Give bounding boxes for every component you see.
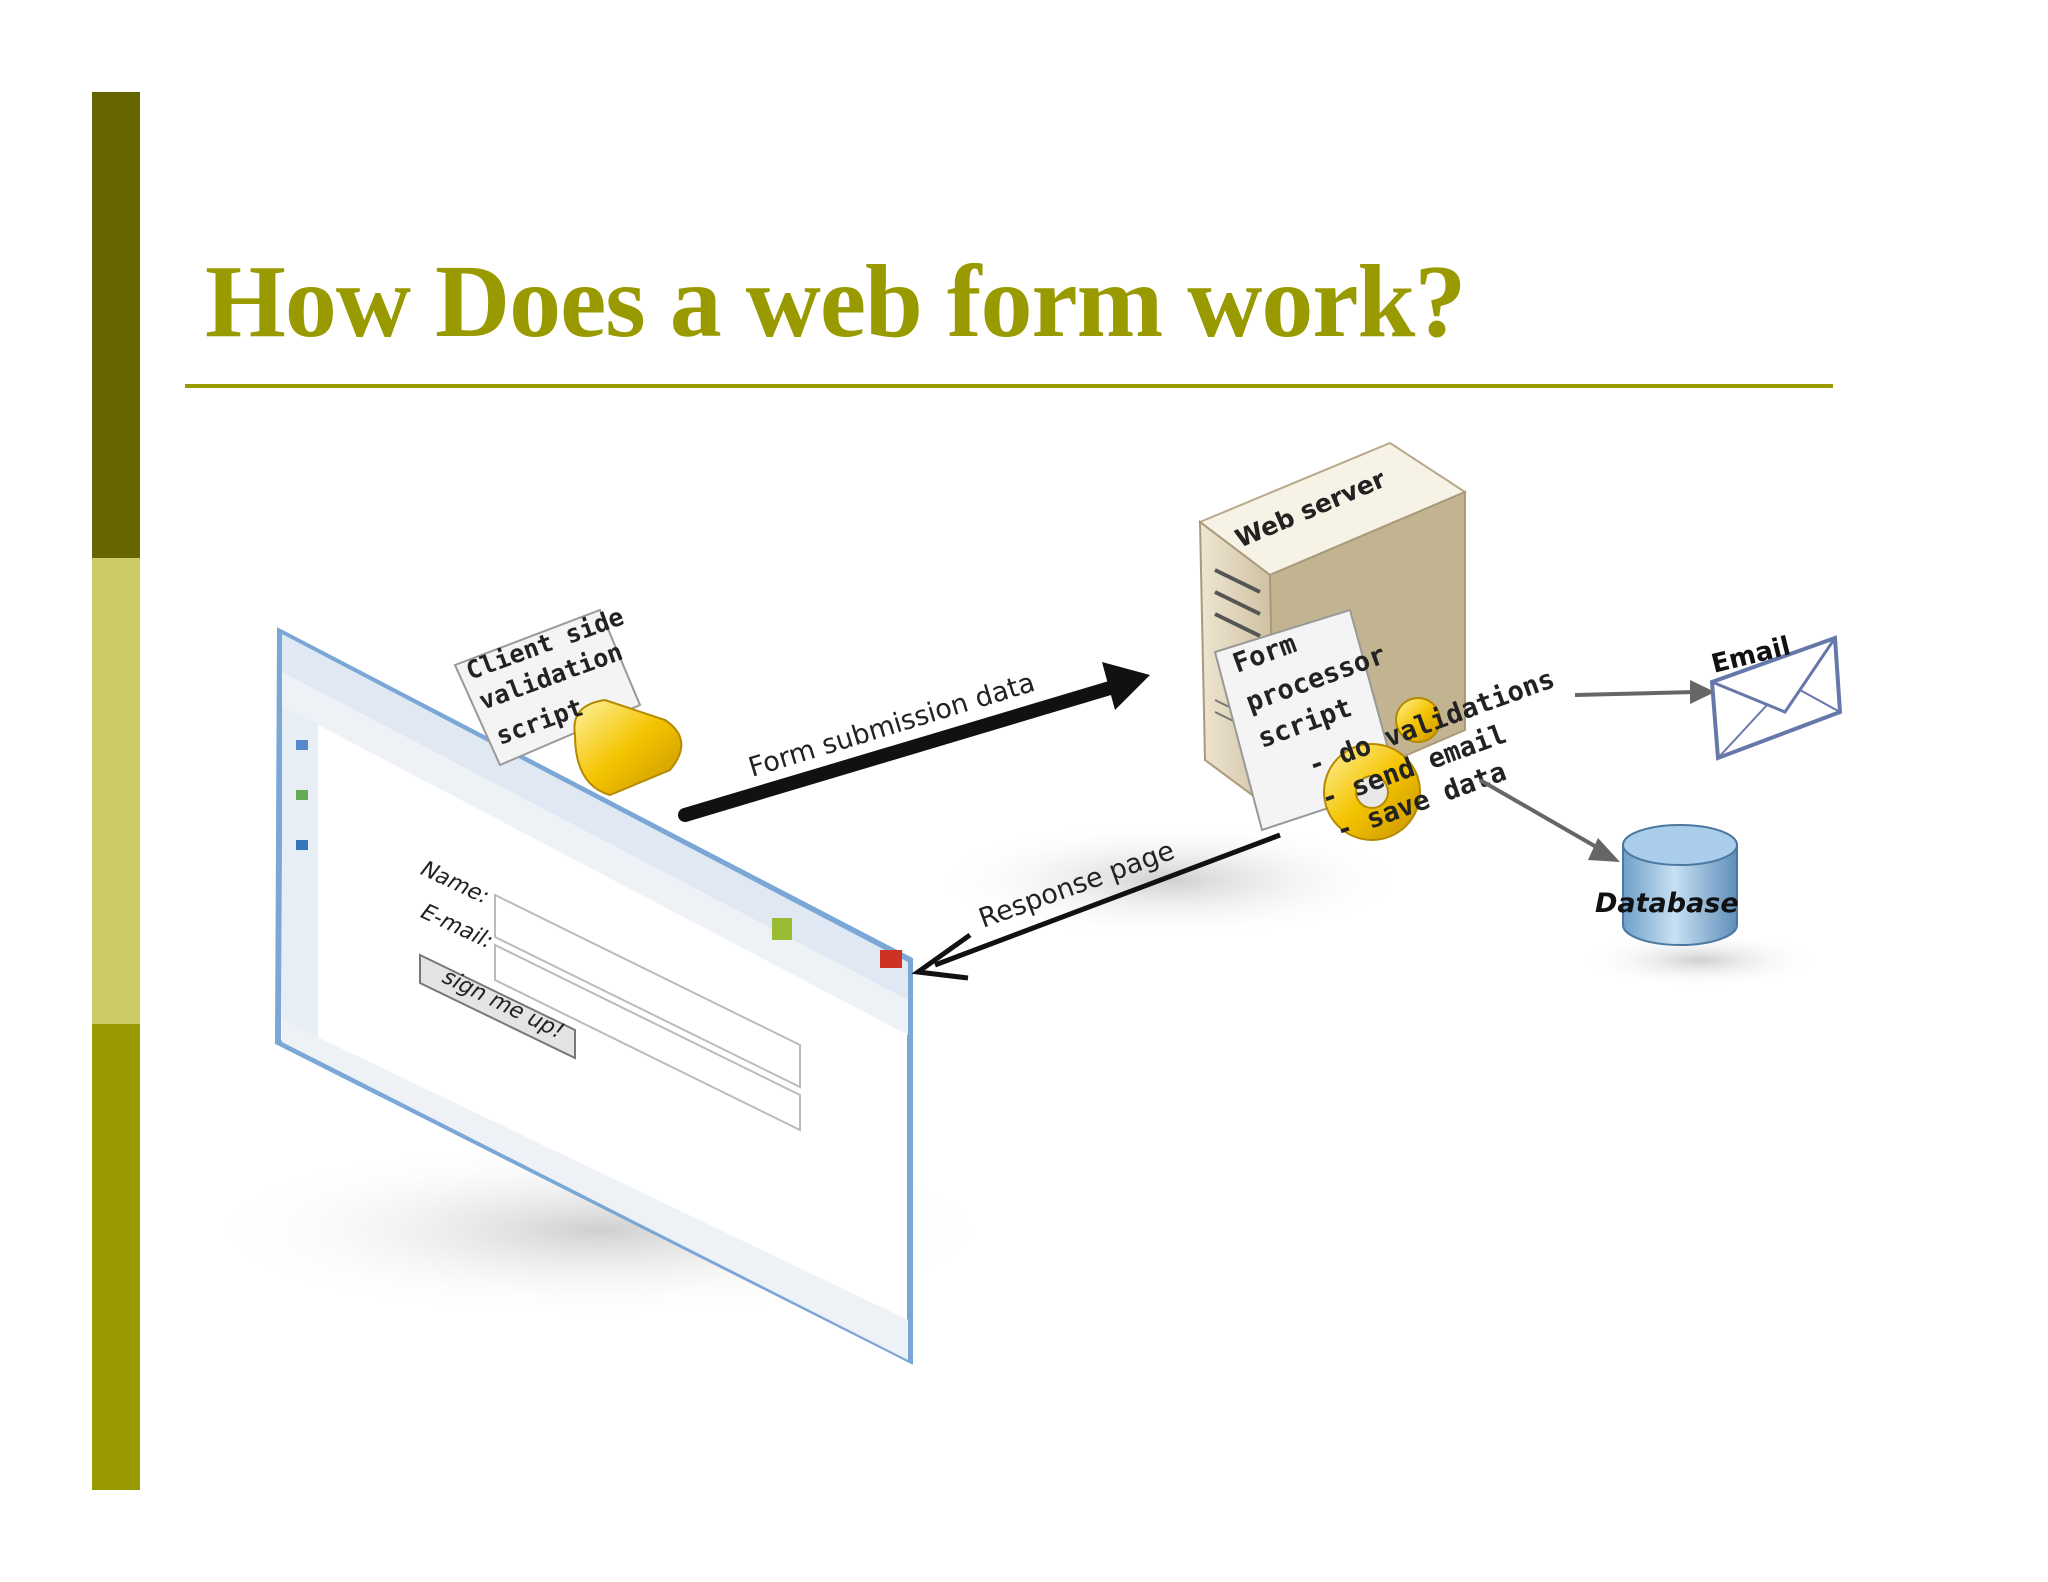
small-gear-icon bbox=[1395, 697, 1441, 743]
email-arrow bbox=[1574, 690, 1696, 697]
database-shadow bbox=[1580, 932, 1820, 988]
envelope-icon bbox=[1709, 635, 1843, 761]
email-arrowhead bbox=[1690, 680, 1715, 704]
browser-window: Name: E-mail: sign me up! bbox=[274, 627, 913, 1365]
accent-bar-top bbox=[92, 92, 140, 558]
client-script-scroll-icon bbox=[453, 608, 683, 797]
accent-bar-bottom bbox=[92, 1024, 140, 1490]
title-underline bbox=[185, 384, 1833, 388]
form-submission-arrow bbox=[678, 678, 1127, 822]
accent-bar-middle bbox=[92, 558, 140, 1024]
sign-up-button bbox=[419, 953, 576, 1060]
database-arrow bbox=[1479, 778, 1606, 854]
browser-sidebar bbox=[282, 706, 318, 1060]
slide-title: How Does a web form work? bbox=[205, 244, 1466, 359]
database-label: Database bbox=[1595, 888, 1739, 919]
name-input bbox=[494, 893, 801, 1089]
form-processor-document-icon bbox=[1213, 608, 1441, 841]
response-arrowhead bbox=[911, 932, 972, 981]
server-shadow bbox=[930, 820, 1410, 940]
database-icon bbox=[1622, 824, 1738, 946]
form-submission-arrowhead bbox=[1102, 662, 1150, 710]
response-arrow bbox=[934, 832, 1281, 968]
email-input bbox=[494, 943, 801, 1132]
database-arrowhead bbox=[1588, 838, 1620, 862]
